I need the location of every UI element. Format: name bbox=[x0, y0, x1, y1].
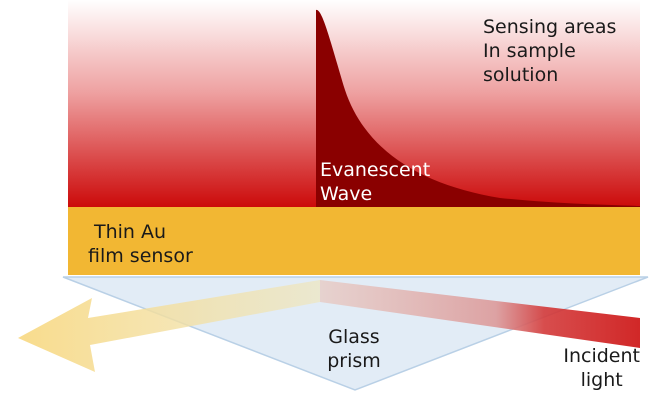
label-line: light bbox=[580, 369, 623, 391]
glass-prism-label: Glass prism bbox=[322, 325, 386, 373]
label-line: Incident bbox=[563, 345, 640, 367]
evanescent-wave-curve bbox=[316, 9, 640, 208]
gold-film-label: Thin Au film sensor bbox=[88, 220, 193, 268]
gold-film-layer bbox=[68, 207, 640, 275]
evanescent-wave-label: Evanescent Wave bbox=[320, 158, 430, 206]
label-line: In sample bbox=[483, 40, 576, 62]
label-line: Sensing areas bbox=[483, 16, 617, 38]
sensing-area-label: Sensing areas In sample solution bbox=[483, 15, 616, 87]
incident-light-beam bbox=[320, 280, 640, 348]
label-line: prism bbox=[327, 350, 381, 372]
label-line: Wave bbox=[320, 183, 373, 205]
label-line: solution bbox=[483, 64, 559, 86]
label-line: film sensor bbox=[88, 245, 193, 267]
label-line: Glass bbox=[328, 326, 380, 348]
label-line: Thin Au bbox=[94, 221, 167, 243]
label-line: Evanescent bbox=[320, 159, 431, 181]
reflected-light-arrow bbox=[18, 280, 320, 372]
incident-light-label: Incident light bbox=[563, 344, 640, 392]
